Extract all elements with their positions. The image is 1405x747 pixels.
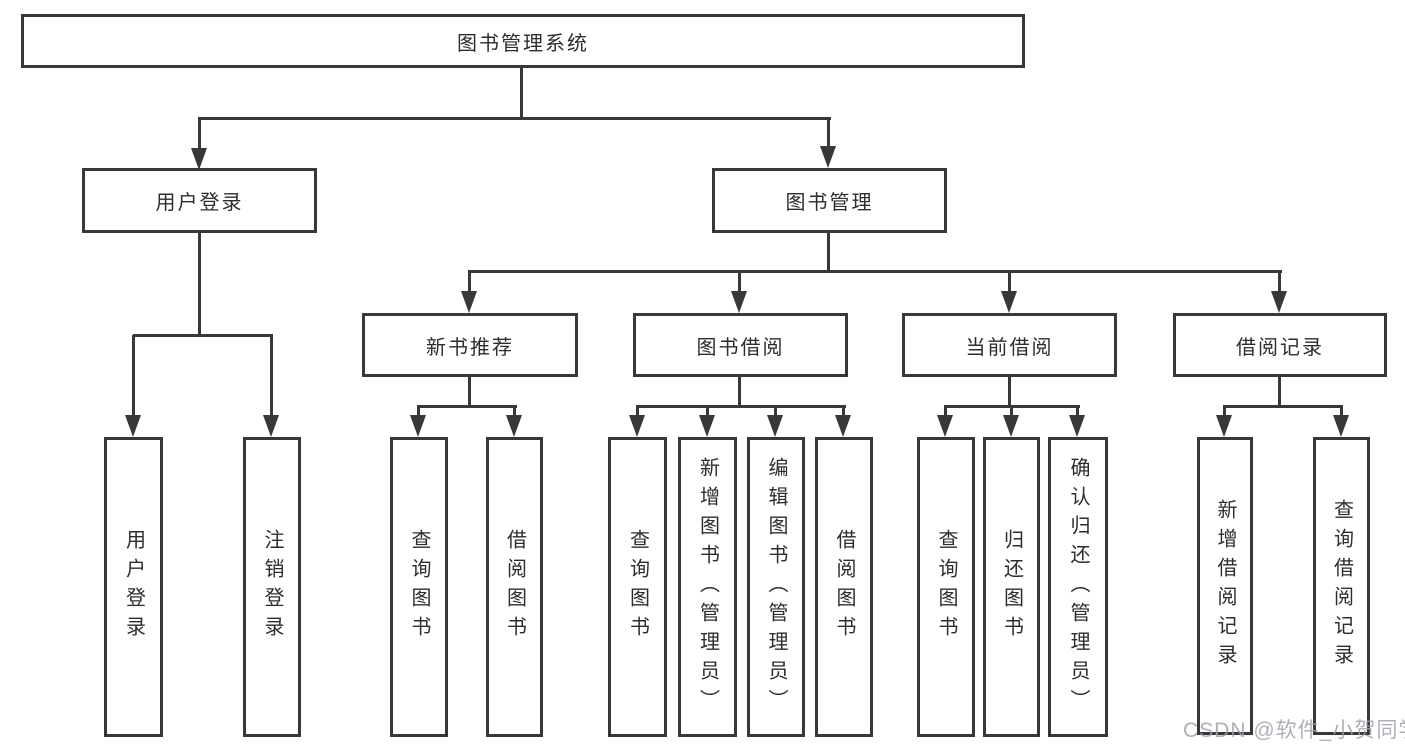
node-label: 当前借阅 [965, 336, 1054, 359]
connector-leaf-line [636, 406, 639, 418]
csdn-watermark: CSDN @软件_小贺同学 [1183, 719, 1405, 742]
connector-book-management-drop [827, 233, 830, 273]
leaf-label: 借阅图书 [833, 529, 855, 645]
arrow-down-icon [1271, 291, 1287, 313]
connector-user-login-drop [198, 233, 201, 336]
leaf-borrow-books: 借阅图书 [486, 437, 543, 737]
connector-branch-group [636, 405, 846, 408]
connector-group-drop [1278, 377, 1281, 408]
connector-leaf-line [468, 271, 471, 293]
connector-leaf-line [513, 406, 516, 418]
arrow-down-icon [937, 415, 953, 437]
arrow-down-icon [1003, 415, 1019, 437]
leaf-label: 查询图书 [626, 529, 649, 645]
connector-leaf-line [1076, 406, 1079, 418]
leaf-label: 归还图书 [1000, 529, 1023, 645]
connector-leaf-line [270, 335, 273, 417]
connector-leaf-line [706, 406, 709, 418]
node-book-management: 图书管理 [712, 168, 947, 233]
arrow-down-icon [820, 146, 836, 168]
leaf-add-borrow-record: 新增借阅记录 [1197, 437, 1253, 735]
node-label: 用户登录 [155, 192, 244, 214]
arrow-down-icon [1216, 415, 1232, 437]
connector-leaf-line [944, 406, 947, 418]
connector-leaf-line [1278, 271, 1281, 293]
connector-branch-group [417, 405, 517, 408]
connector-leaf-line [132, 335, 135, 417]
connector-group-drop [738, 377, 741, 408]
connector-leaf-line [417, 406, 420, 418]
leaf-label: 查询图书 [408, 529, 430, 645]
leaf-label: 确认归还（管理员） [1067, 456, 1089, 718]
connector-to-user-login [198, 118, 201, 151]
connector-to-book-management [827, 118, 830, 149]
node-user-login: 用户登录 [82, 168, 317, 233]
connector-leaf-line [774, 406, 777, 418]
arrow-down-icon [1001, 291, 1017, 313]
leaf-label: 注销登录 [261, 529, 283, 645]
connector-leaf-line [738, 271, 741, 293]
leaf-label: 查询借阅记录 [1330, 499, 1353, 673]
leaf-label: 编辑图书（管理员） [765, 456, 787, 718]
connector-branch-group [1223, 405, 1343, 408]
arrow-down-icon [731, 291, 747, 313]
leaf-add-book-admin: 新增图书（管理员） [678, 437, 737, 737]
arrow-down-icon [629, 415, 645, 437]
connector-leaf-line [1223, 406, 1226, 418]
node-new-book-recommendation: 新书推荐 [362, 313, 578, 377]
leaf-query-books: 查询图书 [608, 437, 667, 737]
arrow-down-icon [699, 415, 715, 437]
arrow-down-icon [263, 415, 279, 437]
leaf-query-books: 查询图书 [390, 437, 448, 737]
leaf-query-borrow-record: 查询借阅记录 [1313, 437, 1370, 735]
node-label: 图书管理 [785, 192, 874, 214]
arrow-down-icon [767, 415, 783, 437]
leaf-confirm-return-admin: 确认归还（管理员） [1048, 437, 1108, 737]
leaf-label: 用户登录 [122, 529, 145, 645]
node-label: 新书推荐 [426, 336, 514, 359]
leaf-label: 新增图书（管理员） [696, 456, 719, 718]
arrow-down-icon [835, 415, 851, 437]
leaf-borrow-books: 借阅图书 [815, 437, 873, 737]
leaf-label: 新增借阅记录 [1214, 499, 1236, 673]
connector-leaf-line [1010, 406, 1013, 418]
connector-leaf-line [1340, 406, 1343, 418]
connector-group-drop [1008, 377, 1011, 408]
leaf-label: 查询图书 [935, 529, 957, 645]
arrow-down-icon [410, 415, 426, 437]
arrow-down-icon [191, 148, 207, 170]
connector-branch-user-login [133, 334, 273, 337]
arrow-down-icon [1069, 415, 1085, 437]
leaf-edit-book-admin: 编辑图书（管理员） [747, 437, 805, 737]
leaf-query-books: 查询图书 [917, 437, 975, 737]
arrow-down-icon [506, 415, 522, 437]
node-library-management-system: 图书管理系统 [21, 14, 1025, 68]
node-label: 借阅记录 [1236, 336, 1324, 359]
connector-leaf-line [1008, 271, 1011, 293]
node-label: 图书借阅 [696, 336, 785, 359]
connector-group-drop [468, 377, 471, 408]
arrow-down-icon [125, 415, 141, 437]
connector-branch-level2 [198, 117, 831, 120]
leaf-user-login: 用户登录 [104, 437, 163, 737]
connector-root-drop [520, 68, 523, 120]
arrow-down-icon [461, 291, 477, 313]
leaf-return-books: 归还图书 [983, 437, 1040, 737]
connector-branch-level3 [468, 270, 1282, 273]
node-current-borrowing: 当前借阅 [902, 313, 1117, 377]
node-borrowing-records: 借阅记录 [1173, 313, 1387, 377]
leaf-label: 借阅图书 [503, 529, 526, 645]
node-label: 图书管理系统 [457, 32, 589, 55]
leaf-logout: 注销登录 [243, 437, 301, 737]
connector-leaf-line [842, 406, 845, 418]
node-book-borrowing: 图书借阅 [633, 313, 848, 377]
arrow-down-icon [1333, 415, 1349, 437]
